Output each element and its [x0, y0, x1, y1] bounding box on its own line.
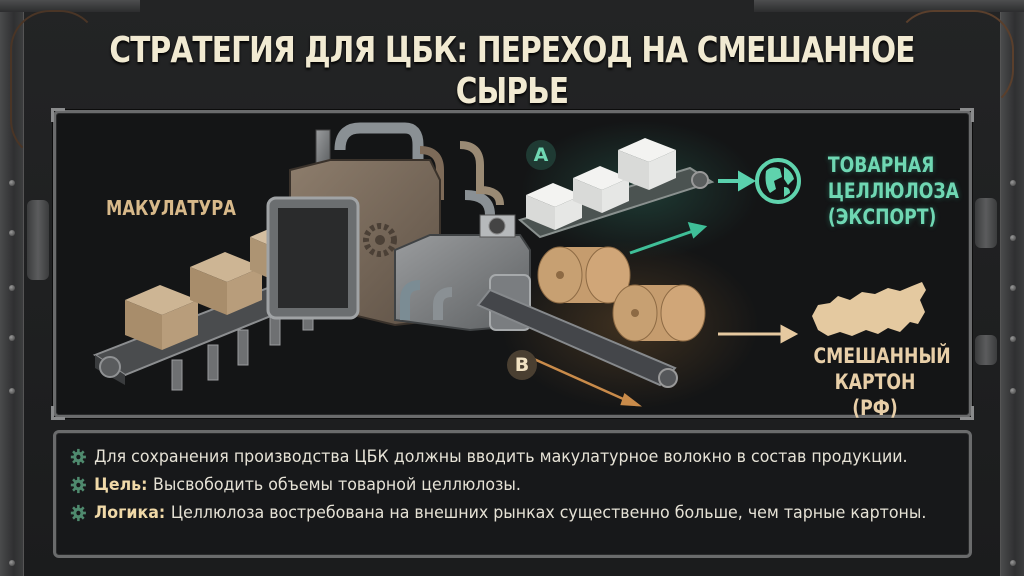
info-item-text: Целлюлоза востребована на внешних рынках… — [170, 503, 927, 523]
conveyor-b — [476, 246, 706, 388]
pipe-bundle — [975, 335, 997, 365]
gear-icon — [70, 448, 86, 466]
panel-corner — [51, 108, 65, 122]
rivet — [9, 335, 15, 341]
route-b-label: СМЕШАННЫЙ КАРТОН (РФ) — [813, 343, 951, 421]
info-item: Логика: Целлюлоза востребована на внешни… — [70, 499, 926, 527]
info-item-text: Высвободить объемы товарной целлюлозы. — [153, 475, 521, 495]
rivet — [9, 285, 15, 291]
gear-icon — [70, 504, 86, 522]
rivet — [9, 230, 15, 236]
route-a-label: ТОВАРНАЯ ЦЕЛЛЮЛОЗА (ЭКСПОРТ) — [827, 152, 959, 230]
route-a-badge: A — [526, 140, 556, 170]
panel-corner — [51, 406, 65, 420]
info-item-text: Для сохранения производства ЦБК должны в… — [94, 447, 908, 467]
route-a-label-line: (ЭКСПОРТ) — [827, 205, 937, 229]
panel-corner — [960, 406, 974, 420]
cardboard-rolls — [537, 246, 706, 342]
arrow-b-lower — [524, 353, 643, 407]
info-item-bold: Логика: — [94, 503, 166, 523]
rivet — [1010, 180, 1016, 186]
route-b-label-line: КАРТОН (РФ) — [834, 370, 916, 420]
arrow-b-right — [718, 324, 799, 344]
route-b-badge: B — [507, 350, 537, 380]
globe-icon — [755, 158, 801, 204]
page-title: СТРАТЕГИЯ ДЛЯ ЦБК: ПЕРЕХОД НА СМЕШАННОЕ … — [109, 30, 915, 112]
cable — [10, 10, 100, 160]
rivet — [9, 388, 15, 394]
panel-corner — [960, 108, 974, 122]
arrow-a-lower — [629, 221, 708, 255]
info-item: Цель: Высвободить объемы товарной целлюл… — [70, 471, 893, 499]
top-right-plate — [754, 0, 1024, 12]
left-metal-rail — [0, 0, 24, 576]
info-panel: Для сохранения производства ЦБК должны в… — [53, 430, 972, 558]
rivet — [1010, 235, 1016, 241]
gear-icon — [70, 476, 86, 494]
info-item-bold: Цель: — [94, 475, 148, 495]
pipe-bundle — [975, 198, 997, 248]
rivet — [1010, 336, 1016, 342]
top-left-plate — [0, 0, 140, 12]
cable — [894, 10, 1014, 110]
route-a-label-line: ТОВАРНАЯ — [827, 153, 935, 177]
rivet — [1010, 560, 1016, 566]
input-label-waste-paper: МАКУЛАТУРА — [106, 196, 236, 220]
rivet — [9, 560, 15, 566]
russia-map-icon — [812, 282, 926, 336]
route-b-label-line: СМЕШАННЫЙ — [813, 344, 951, 368]
pulp-blocks — [526, 138, 676, 230]
rivet — [1010, 388, 1016, 394]
info-item: Для сохранения производства ЦБК должны в… — [70, 443, 908, 471]
rivet — [9, 180, 15, 186]
conveyor-a — [517, 138, 715, 239]
pipe-bundle — [27, 200, 49, 280]
rivet — [1010, 285, 1016, 291]
arrow-a-right — [718, 170, 756, 192]
route-a-label-line: ЦЕЛЛЮЛОЗА — [827, 179, 959, 203]
